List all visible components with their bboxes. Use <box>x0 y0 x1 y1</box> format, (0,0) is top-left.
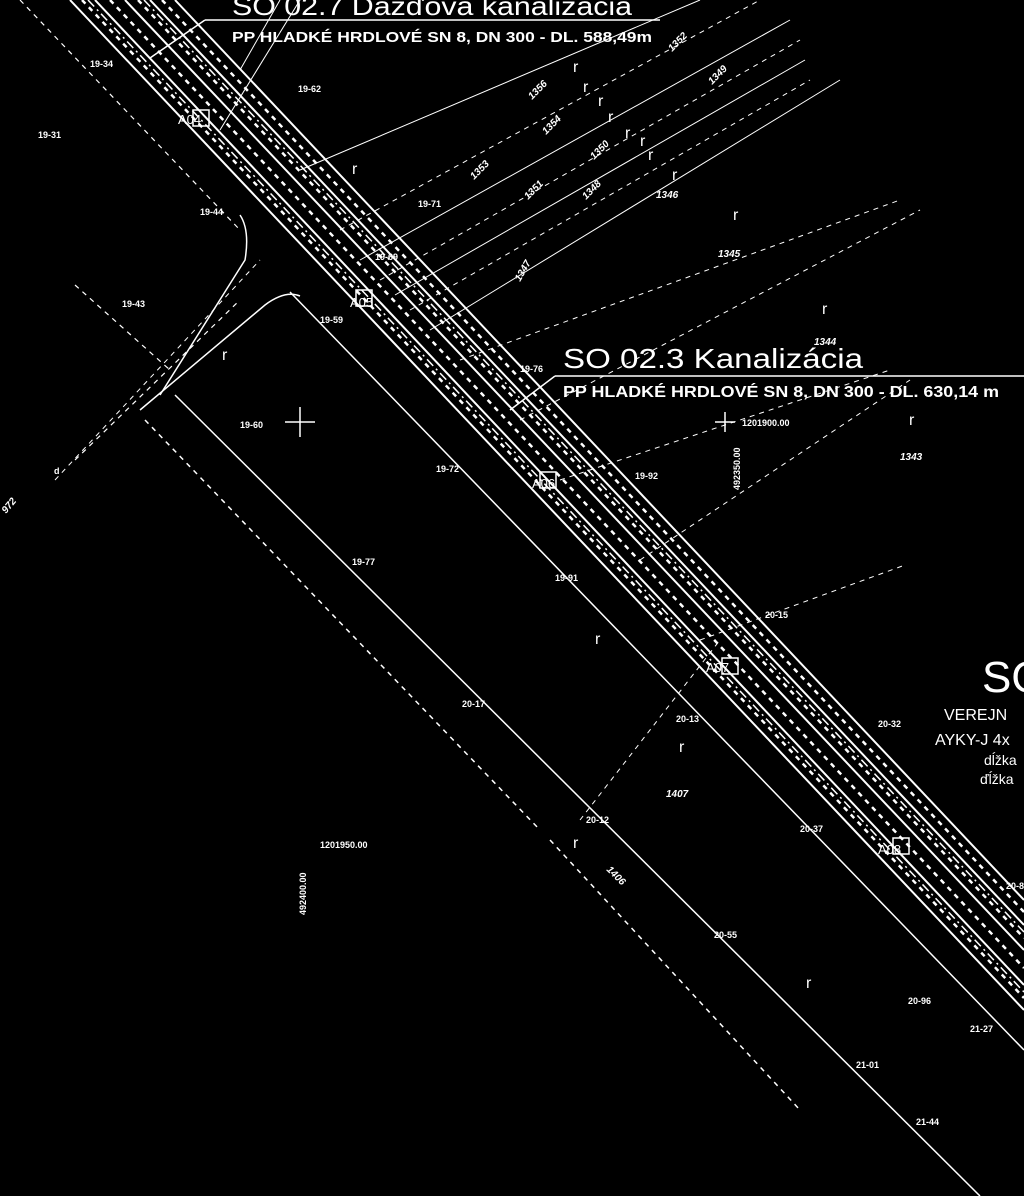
parcel-number: 1353 <box>468 158 492 182</box>
r-mark: r <box>608 109 614 126</box>
right-label-line3: dĺžka <box>984 751 1017 768</box>
shaft-markers: A04 A05 A06 A07 A08 <box>178 109 910 857</box>
point-id: 19-34 <box>90 59 113 69</box>
right-label-line1: VEREJN <box>944 707 1007 724</box>
road-corridor <box>69 0 1024 1011</box>
point-id: 20-81 <box>1006 881 1024 891</box>
main-network-label: SO 02.3 Kanalizácia PP HLADKÉ HRDLOVÉ SN… <box>563 343 999 401</box>
point-id: 19-69 <box>375 252 398 262</box>
point-id: 19-31 <box>38 130 61 140</box>
coord-x1: 1201900.00 <box>742 418 790 428</box>
edge-mark: d <box>54 466 60 476</box>
r-mark: r <box>679 739 685 756</box>
right-label-title: SO <box>982 653 1024 702</box>
main-label-spec: PP HLADKÉ HRDLOVÉ SN 8, DN 300 - DL. 630… <box>563 382 999 401</box>
parcel-number: 972 <box>0 496 19 516</box>
r-mark: r <box>909 412 915 429</box>
point-id: 20-15 <box>765 610 788 620</box>
point-id: 19-72 <box>436 464 459 474</box>
survey-crosses <box>285 407 735 437</box>
point-id: 20-32 <box>878 719 901 729</box>
point-id: 19-91 <box>555 573 578 583</box>
point-id: 20-13 <box>676 714 699 724</box>
right-network-label: SO VEREJN AYKY-J 4x dĺžka ďĺžka <box>935 653 1024 787</box>
parcel-number: 1348 <box>580 178 604 202</box>
side-road <box>54 214 301 481</box>
parcel-number: 1343 <box>900 452 923 463</box>
r-mark: r <box>583 79 589 96</box>
top-network-label: SO 02.7 Dažďová kanalizácia PP HLADKÉ HR… <box>232 0 652 46</box>
coordinate-labels: 1201900.00 492350.00 1201950.00 492400.0… <box>298 418 790 915</box>
r-mark: r <box>222 347 228 364</box>
point-id: 20-17 <box>462 699 485 709</box>
parcel-number: 1351 <box>522 178 546 202</box>
main-label-title: SO 02.3 Kanalizácia <box>563 343 863 374</box>
point-id: 19-71 <box>418 199 441 209</box>
coord-y2: 492400.00 <box>298 872 308 915</box>
point-id: 20-37 <box>800 824 823 834</box>
top-label-title: SO 02.7 Dažďová kanalizácia <box>232 0 633 21</box>
label-leaders <box>149 19 1024 411</box>
parcel-number: 1344 <box>814 337 837 348</box>
r-mark: r <box>733 207 739 224</box>
point-id: 19-62 <box>298 84 321 94</box>
r-mark: r <box>573 835 579 852</box>
top-label-spec: PP HLADKÉ HRDLOVÉ SN 8, DN 300 - DL. 588… <box>232 29 652 46</box>
shaft-label-a05: A05 <box>350 295 373 310</box>
right-label-line2: AYKY-J 4x <box>935 732 1010 749</box>
parcel-number: 1407 <box>666 789 689 800</box>
parcel-number: 1349 <box>706 63 730 87</box>
survey-point-ids: 19-34 19-31 19-62 19-44 19-71 19-69 19-4… <box>38 59 1024 1127</box>
point-id: 19-43 <box>122 299 145 309</box>
parcel-number: 1347 <box>513 258 534 283</box>
shaft-label-a07: A07 <box>706 660 729 675</box>
parcel-number: 1345 <box>718 249 741 260</box>
r-mark: r <box>352 161 358 178</box>
secondary-road <box>19 0 1024 1196</box>
point-id: 21-01 <box>856 1060 879 1070</box>
r-mark: r <box>625 125 631 142</box>
r-mark: r <box>598 93 604 110</box>
parcel-number: 1352 <box>666 30 690 54</box>
r-mark: r <box>595 631 601 648</box>
shaft-label-a04: A04 <box>178 112 201 127</box>
point-id: 21-27 <box>970 1024 993 1034</box>
r-mark: r <box>648 147 654 164</box>
point-id: 19-59 <box>320 315 343 325</box>
coord-y1: 492350.00 <box>732 447 742 490</box>
point-id: 19-60 <box>240 420 263 430</box>
right-label-line4: ďĺžka <box>980 770 1014 787</box>
coord-x2: 1201950.00 <box>320 840 368 850</box>
point-id: 19-44 <box>200 207 223 217</box>
parcel-number: 1350 <box>588 138 612 162</box>
point-id: 20-12 <box>586 815 609 825</box>
r-mark: r <box>573 59 579 76</box>
r-mark: r <box>672 167 678 184</box>
point-id: 20-96 <box>908 996 931 1006</box>
r-mark: r <box>806 975 812 992</box>
point-id: 20-55 <box>714 930 737 940</box>
r-mark: r <box>640 133 646 150</box>
parcel-boundaries <box>219 0 921 821</box>
parcel-numbers: 1352 1349 1356 1354 1350 1353 1351 1348 … <box>0 30 923 888</box>
shaft-label-a08: A08 <box>878 842 901 857</box>
point-id: 21-44 <box>916 1117 939 1127</box>
parcel-number: 1356 <box>526 78 550 102</box>
parcel-number: 1406 <box>604 864 628 888</box>
shaft-label-a06: A06 <box>532 476 555 491</box>
point-id: 19-76 <box>520 364 543 374</box>
parcel-number: 1354 <box>540 113 564 137</box>
point-id: 19-92 <box>635 471 658 481</box>
point-id: 19-77 <box>352 557 375 567</box>
land-use-marks: r r r r r r r r r r r r r r r r r d <box>54 59 915 992</box>
parcel-number: 1346 <box>656 190 679 201</box>
r-mark: r <box>822 301 828 318</box>
